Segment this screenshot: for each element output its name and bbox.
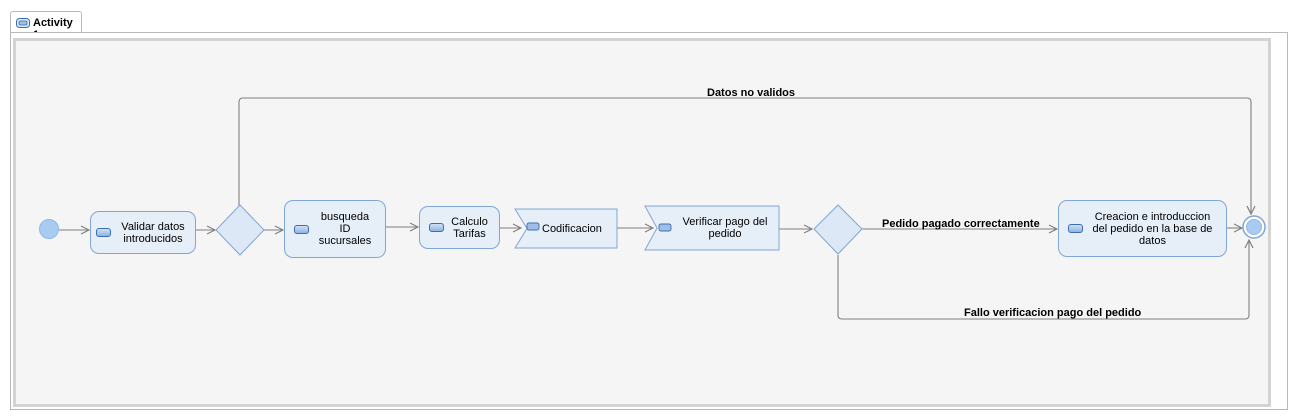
action-validar-datos[interactable]: Validar datos introducidos bbox=[90, 211, 196, 254]
diagram-tab[interactable]: Activity 1 bbox=[10, 11, 82, 41]
edge-label-datos-no-validos: Datos no validos bbox=[707, 87, 796, 99]
action-label: busqueda ID sucursales bbox=[318, 211, 372, 247]
activity-diagram-icon bbox=[16, 18, 30, 28]
event-codificacion[interactable]: Codificacion bbox=[542, 209, 617, 248]
activity-final-node bbox=[1242, 215, 1266, 239]
action-creacion-pedido[interactable]: Creacion e introduccion del pedido en la… bbox=[1058, 200, 1227, 257]
event-label: Codificacion bbox=[542, 222, 602, 235]
accept-event-shape-verificar bbox=[644, 205, 780, 251]
initial-node bbox=[39, 219, 59, 239]
edge-fallo-verificacion bbox=[837, 240, 1249, 320]
action-icon bbox=[428, 223, 444, 232]
action-busqueda-sucursales[interactable]: busqueda ID sucursales bbox=[284, 200, 386, 258]
edge-datos-no-validos bbox=[238, 97, 1251, 214]
action-label: Calculo Tarifas bbox=[451, 215, 488, 240]
edge-label-pedido-pagado: Pedido pagado correctamente bbox=[882, 218, 1040, 230]
decision-node-1 bbox=[215, 204, 265, 256]
decision-node-2 bbox=[813, 204, 863, 255]
accept-event-shape-codificacion bbox=[514, 208, 618, 249]
event-label: Verificar pago del pedido bbox=[682, 216, 768, 240]
event-verificar-pago[interactable]: Verificar pago del pedido bbox=[673, 206, 777, 250]
action-label: Validar datos introducidos bbox=[121, 220, 185, 245]
action-icon bbox=[294, 224, 309, 234]
action-icon bbox=[96, 228, 111, 237]
edge-label-fallo-verificacion: Fallo verificacion pago del pedido bbox=[964, 307, 1142, 319]
action-label: Creacion e introduccion del pedido en la… bbox=[1092, 210, 1213, 247]
event-pin-icons bbox=[526, 222, 672, 232]
action-icon bbox=[1067, 224, 1083, 233]
action-calculo-tarifas[interactable]: Calculo Tarifas bbox=[419, 206, 500, 249]
